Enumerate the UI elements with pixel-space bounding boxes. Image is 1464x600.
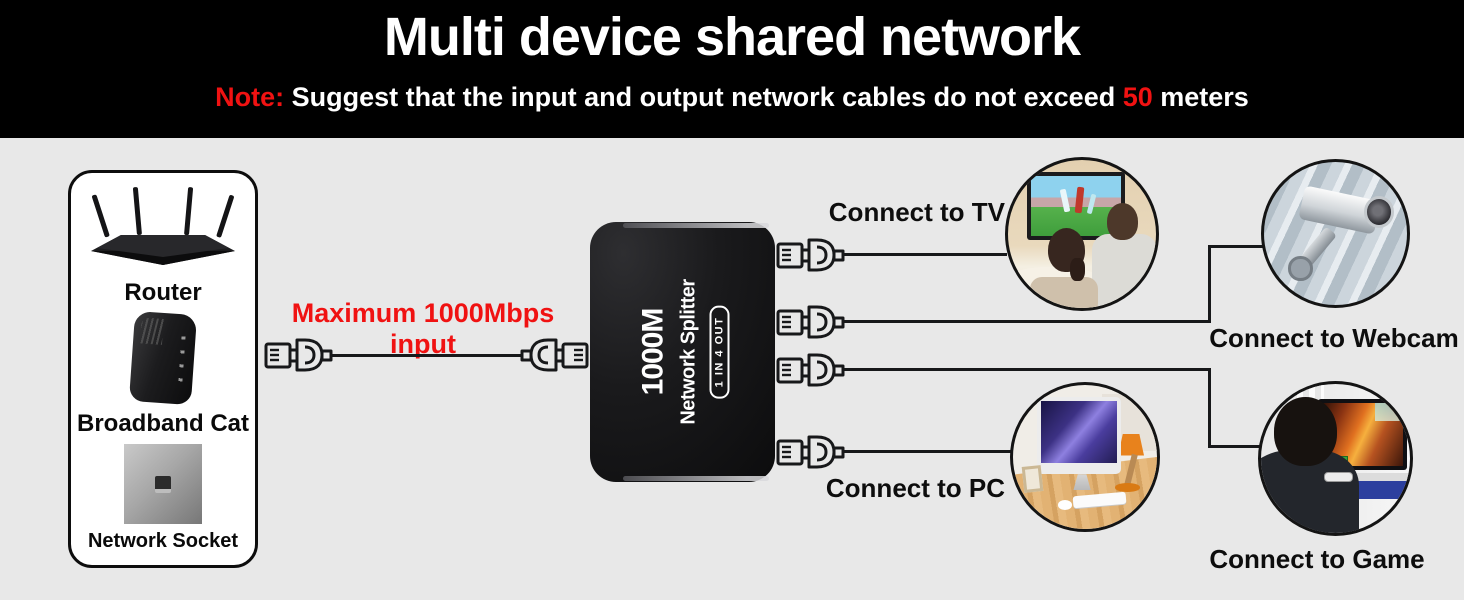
cable-line — [1208, 368, 1211, 448]
cable-line — [1208, 445, 1262, 448]
cable-line — [842, 320, 1211, 323]
splitter-model: 1000M — [636, 308, 669, 396]
connect-webcam-label: Connect to Webcam — [1209, 323, 1459, 353]
lamp-shade — [1118, 433, 1145, 456]
tv-photo — [1005, 157, 1159, 311]
soccer-player-shape — [1059, 188, 1071, 213]
note-body: Suggest that the input and output networ… — [284, 82, 1123, 112]
network-splitter-device: 1000M Network Splitter 1 IN 4 OUT — [590, 222, 775, 482]
viewer-man-body — [1092, 234, 1156, 308]
player-head — [1274, 397, 1337, 466]
note-distance-value: 50 — [1122, 82, 1153, 112]
rj45-connector-icon — [775, 302, 847, 342]
mouse-shape — [1057, 500, 1073, 511]
router-label: Router — [124, 279, 202, 307]
camera-lens — [1364, 196, 1395, 228]
rj45-connector-icon — [518, 335, 590, 375]
game-controller-shape — [1323, 471, 1354, 483]
modem-icon — [128, 311, 198, 406]
cable-line — [1208, 245, 1264, 248]
note-suffix: meters — [1152, 82, 1249, 112]
camera-mount — [1288, 256, 1313, 281]
rj45-connector-icon — [263, 335, 335, 375]
monitor-stand — [1073, 474, 1091, 491]
cable-line — [842, 450, 1012, 453]
modem-label: Broadband Cat — [76, 409, 249, 437]
pc-photo — [1010, 382, 1160, 532]
viewer-woman-body — [1030, 276, 1099, 308]
cable-line — [842, 368, 1211, 371]
viewer-woman-ponytail — [1070, 257, 1085, 282]
header-banner: Multi device shared network Note: Sugges… — [0, 0, 1464, 138]
webcam-photo — [1261, 159, 1410, 308]
monitor-frame — [1037, 396, 1121, 475]
splitter-faceplate: 1000M Network Splitter 1 IN 4 OUT — [636, 279, 729, 425]
cable-line — [842, 253, 1007, 256]
soccer-player-shape — [1074, 186, 1085, 214]
rj45-connector-icon — [775, 432, 847, 472]
splitter-name: Network Splitter — [677, 279, 699, 425]
cable-line — [1208, 245, 1211, 323]
cable-line — [330, 354, 522, 357]
note-label: Note: — [215, 82, 285, 112]
tv-screen-content — [1031, 175, 1121, 236]
tv-stand-shape — [1320, 473, 1410, 481]
connect-game-label: Connect to Game — [1209, 544, 1425, 574]
router-icon — [91, 187, 235, 266]
modem-leds — [178, 336, 186, 385]
rj45-connector-icon — [775, 350, 847, 390]
splitter-io-badge: 1 IN 4 OUT — [709, 305, 729, 399]
socket-label: Network Socket — [87, 529, 239, 552]
modem-vents — [139, 317, 164, 346]
connect-tv-label: Connect to TV — [828, 197, 1005, 227]
page-title: Multi device shared network — [383, 7, 1081, 67]
game-sky-shape — [1375, 402, 1403, 421]
viewer-man-head — [1107, 202, 1139, 240]
connect-pc-label: Connect to PC — [825, 473, 1005, 503]
wall-socket-icon — [124, 443, 202, 524]
source-devices-panel: Router Broadband Cat Network Socket — [68, 170, 258, 568]
monitor-screen — [1041, 400, 1117, 464]
game-photo — [1258, 381, 1413, 536]
note-line: Note: Suggest that the input and output … — [0, 82, 1464, 113]
wall-socket-port — [155, 475, 171, 493]
lamp-base — [1115, 482, 1140, 492]
soccer-player-shape — [1086, 193, 1097, 215]
rj45-connector-icon — [775, 235, 847, 275]
photo-frame-shape — [1021, 464, 1044, 493]
